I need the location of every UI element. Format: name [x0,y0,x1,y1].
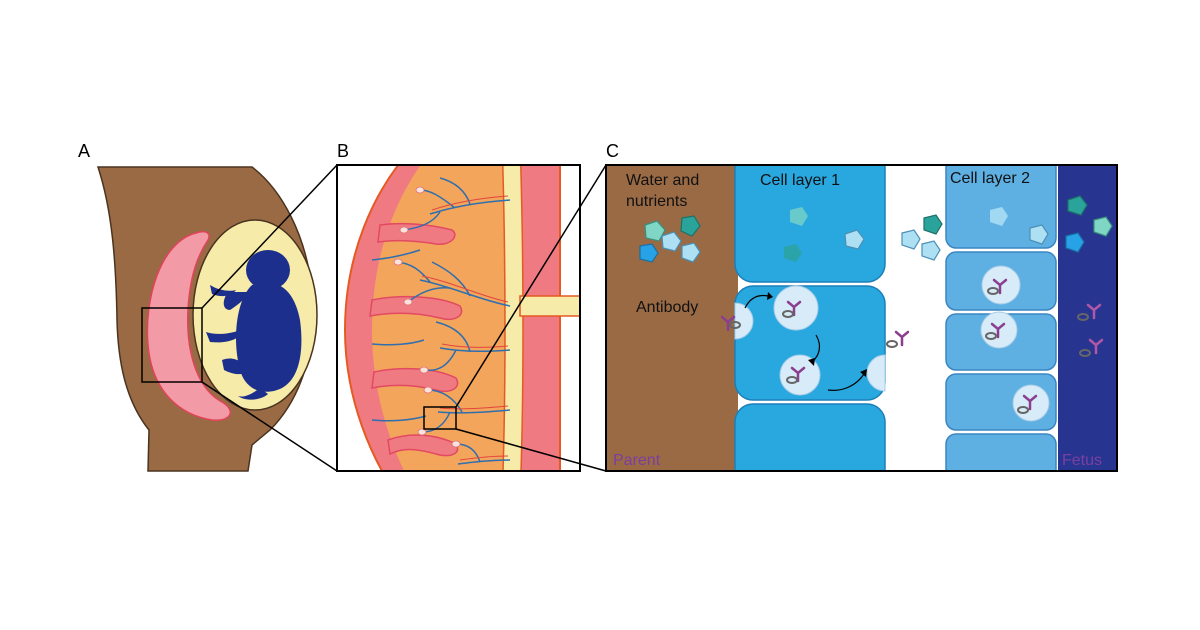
label-cell-layer-2: Cell layer 2 [950,170,1030,187]
zoom-connector-a-b [201,164,338,472]
cell-layer-1 [734,165,886,471]
villous-vessels-red [421,195,509,461]
chorionic-plate [502,165,524,471]
label-water-line1: Water and [626,172,699,189]
nutrient-molecules [639,195,1113,263]
zoom-connector-b-c [455,164,607,472]
label-cell-layer-1: Cell layer 1 [760,172,840,189]
panel-c: C [605,141,1118,472]
panel-a-letter: A [78,141,90,161]
panel-c-frame [605,164,1118,472]
label-parent: Parent [613,452,661,469]
parent-region [606,165,738,471]
receptors [729,287,1091,414]
label-water-line2: nutrients [626,193,687,210]
panel-b-frame [336,164,581,472]
placental-septa [369,222,463,457]
panel-c-letter: C [606,141,619,161]
arrow-heads [767,292,867,377]
villous-tips [393,186,461,448]
zoom-box-a [141,307,203,383]
panel-a: A [78,141,318,472]
antibodies [720,278,1104,411]
panel-b-letter: B [337,141,349,161]
zoom-box-b [423,406,457,430]
umbilical-cord [519,295,580,317]
panel-b: B [336,141,581,472]
placenta [146,230,232,421]
label-antibody: Antibody [636,299,698,316]
label-fetus: Fetus [1062,452,1102,469]
